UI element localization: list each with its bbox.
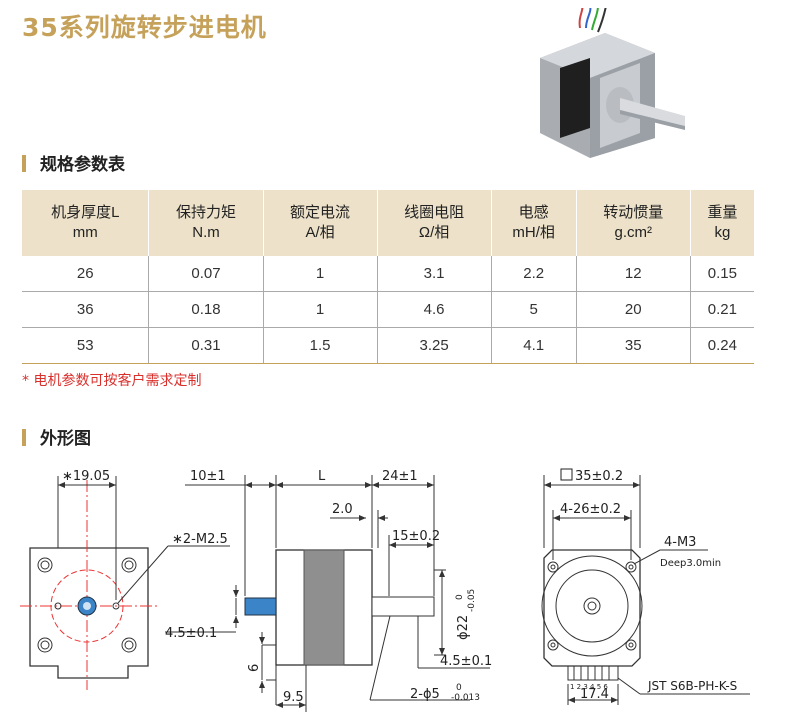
section-marker	[22, 429, 26, 446]
table-cell: 3.1	[376, 256, 492, 292]
dim-35: 35±0.2	[575, 469, 623, 484]
dim-phi22-tol: -0.05	[467, 589, 477, 612]
table-cell: 0.07	[148, 256, 264, 292]
dim-deep: Deep3.0min	[660, 558, 721, 569]
dim-shaft: 2-ϕ5	[410, 687, 440, 702]
section-marker	[22, 155, 26, 172]
table-cell: 36	[22, 291, 149, 328]
dim-4-5-a: 4.5±0.1	[165, 626, 217, 641]
table-cell: 12	[575, 256, 691, 292]
dim-2: 2.0	[332, 502, 353, 517]
dim-10: 10±1	[190, 469, 226, 484]
spec-section-title: 规格参数表	[22, 150, 125, 175]
table-cell: 20	[575, 291, 691, 328]
dim-17-4: 17.4	[580, 687, 609, 702]
table-cell: 0.15	[689, 256, 754, 292]
connector-model: JST S6B-PH-K-S	[647, 679, 737, 693]
connector-pins: 1 2 3 4 5 6	[570, 683, 608, 691]
dim-L: L	[318, 469, 326, 484]
drawing-section-title: 外形图	[22, 424, 91, 449]
table-cell: 3.25	[376, 327, 492, 364]
table-cell: 0.18	[148, 291, 264, 328]
dim-19: ∗19.05	[62, 469, 110, 484]
dim-shaft-tol-zero: 0	[456, 683, 462, 693]
dim-phi22-tol-zero: 0	[455, 594, 465, 600]
dim-m3: 4-M3	[664, 535, 696, 550]
dim-6: 6	[247, 664, 262, 672]
table-cell: 0.21	[689, 291, 754, 328]
table-cell: 1	[262, 256, 378, 292]
table-cell: 0.31	[148, 327, 264, 364]
dim-4-5-b: 4.5±0.1	[440, 654, 492, 669]
dim-shaft-tol: -0.013	[451, 693, 480, 703]
dim-4-26: 4-26±0.2	[560, 502, 621, 517]
table-cell: 26	[22, 256, 149, 292]
motor-photo	[540, 8, 685, 158]
table-row: 53 0.31 1.5 3.25 4.1 35 0.24	[22, 327, 754, 364]
table-cell: 1	[262, 291, 378, 328]
rear-view	[541, 475, 750, 705]
square-symbol	[560, 468, 573, 481]
front-view	[20, 476, 230, 690]
dim-m25: ∗2-M2.5	[172, 532, 228, 547]
dim-9-5: 9.5	[283, 690, 304, 705]
table-cell: 53	[22, 327, 149, 364]
table-cell: 4.6	[376, 291, 492, 328]
custom-note: * 电机参数可按客户需求定制	[22, 373, 202, 389]
dim-24: 24±1	[382, 469, 418, 484]
table-row: 26 0.07 1 3.1 2.2 12 0.15	[22, 256, 754, 292]
side-view	[165, 475, 490, 712]
table-cell: 4.1	[490, 327, 577, 364]
outline-drawing: ∗19.05 ∗2-M2.5 10±1 L 24±1 2.0 15±0.2 4.…	[20, 468, 750, 712]
dim-phi22: ϕ22	[456, 615, 471, 640]
table-cell: 2.2	[490, 256, 577, 292]
table-row: 36 0.18 1 4.6 5 20 0.21	[22, 291, 754, 328]
dim-15: 15±0.2	[392, 529, 440, 544]
table-cell: 5	[490, 291, 577, 328]
table-cell: 0.24	[689, 327, 754, 364]
table-cell: 1.5	[262, 327, 378, 364]
page-title: 35系列旋转步进电机	[22, 13, 267, 42]
table-cell: 35	[575, 327, 691, 364]
